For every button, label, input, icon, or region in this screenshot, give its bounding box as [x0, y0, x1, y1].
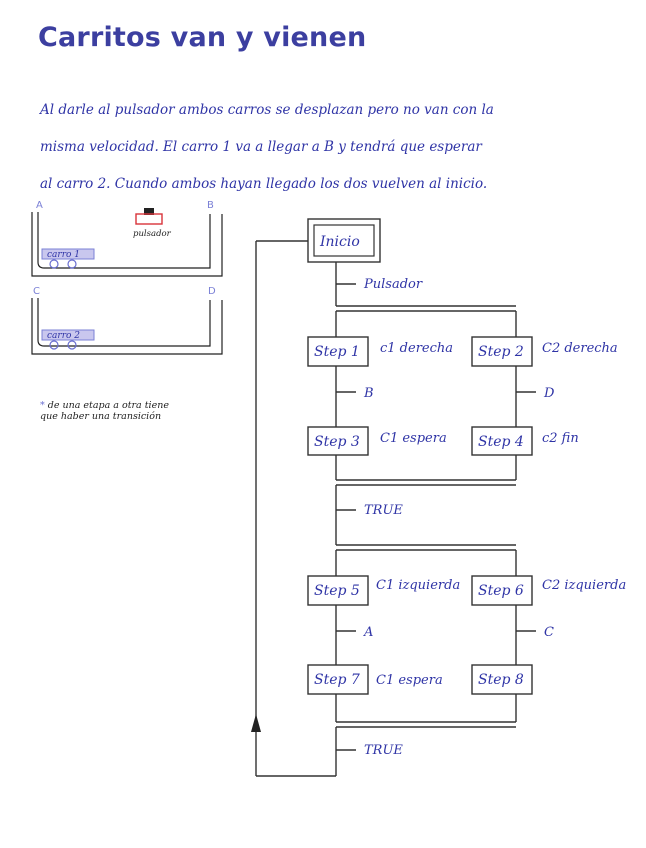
- grafcet-lines: [255, 240, 536, 777]
- step-1-box: [307, 336, 369, 367]
- step-4-label: Step 4: [478, 434, 524, 450]
- step-5-label: Step 5: [314, 583, 360, 599]
- step-1-action: c1 derecha: [380, 341, 453, 356]
- step-4-box: [471, 426, 533, 456]
- note-bullet: *: [40, 400, 45, 411]
- corner-b-label: B: [207, 200, 214, 211]
- page-title: Carritos van y vienen: [38, 22, 367, 53]
- step-6-box: [471, 575, 533, 606]
- step-7-label: Step 7: [314, 672, 360, 688]
- step-2-action: C2 derecha: [542, 341, 618, 356]
- step-5-action: C1 izquierda: [376, 578, 460, 593]
- step-3-action: C1 espera: [380, 431, 447, 446]
- description-line: misma velocidad. El carro 1 va a llegar …: [40, 139, 482, 155]
- step-3-box: [307, 426, 369, 456]
- note-text: de una etapa a otra tiene que haber una …: [40, 400, 169, 422]
- transition-true-1: TRUE: [364, 503, 403, 518]
- pulsador-label: pulsador: [133, 229, 172, 239]
- step-2-label: Step 2: [478, 344, 524, 360]
- cart-1: [41, 248, 95, 269]
- transition-b: B: [363, 386, 374, 401]
- initial-step-label: Inicio: [319, 234, 360, 250]
- step-8-label: Step 8: [478, 672, 524, 688]
- corner-a-label: A: [36, 200, 43, 211]
- transition-d: D: [543, 386, 555, 401]
- pulsador-button: [135, 208, 163, 225]
- problem-description: Al darle al pulsador ambos carros se des…: [40, 92, 610, 203]
- step-2-box: [471, 336, 533, 367]
- cart-2: [41, 329, 95, 350]
- lower-track-outer: [31, 298, 223, 355]
- transition-c: C: [544, 625, 554, 640]
- step-6-label: Step 6: [478, 583, 524, 599]
- cart-1-label: carro 1: [47, 250, 80, 260]
- initial-step: [307, 218, 381, 263]
- corner-d-label: D: [208, 286, 216, 297]
- step-7-box: [307, 664, 369, 695]
- cart-2-label: carro 2: [47, 331, 80, 341]
- step-7-action: C1 espera: [376, 673, 443, 688]
- loop-arrow-icon: [251, 714, 261, 732]
- lower-track: [37, 298, 211, 347]
- step-6-action: C2 izquierda: [542, 578, 626, 593]
- step-5-box: [307, 575, 369, 606]
- transition-a: A: [363, 625, 373, 640]
- step-3-label: Step 3: [314, 434, 360, 450]
- step-8-box: [471, 664, 533, 695]
- step-1-label: Step 1: [314, 344, 360, 360]
- upper-track: [37, 212, 211, 269]
- upper-track-outer: [31, 212, 223, 277]
- transition-pulsador: Pulsador: [363, 277, 423, 292]
- transition-true-2: TRUE: [364, 743, 403, 758]
- step-4-action: c2 fin: [542, 431, 579, 446]
- description-line: al carro 2. Cuando ambos hayan llegado l…: [40, 176, 488, 192]
- corner-c-label: C: [33, 286, 40, 297]
- description-line: Al darle al pulsador ambos carros se des…: [40, 102, 494, 118]
- track-sketch: [31, 212, 223, 355]
- transition-note: * de una etapa a otra tiene que haber un…: [40, 400, 180, 422]
